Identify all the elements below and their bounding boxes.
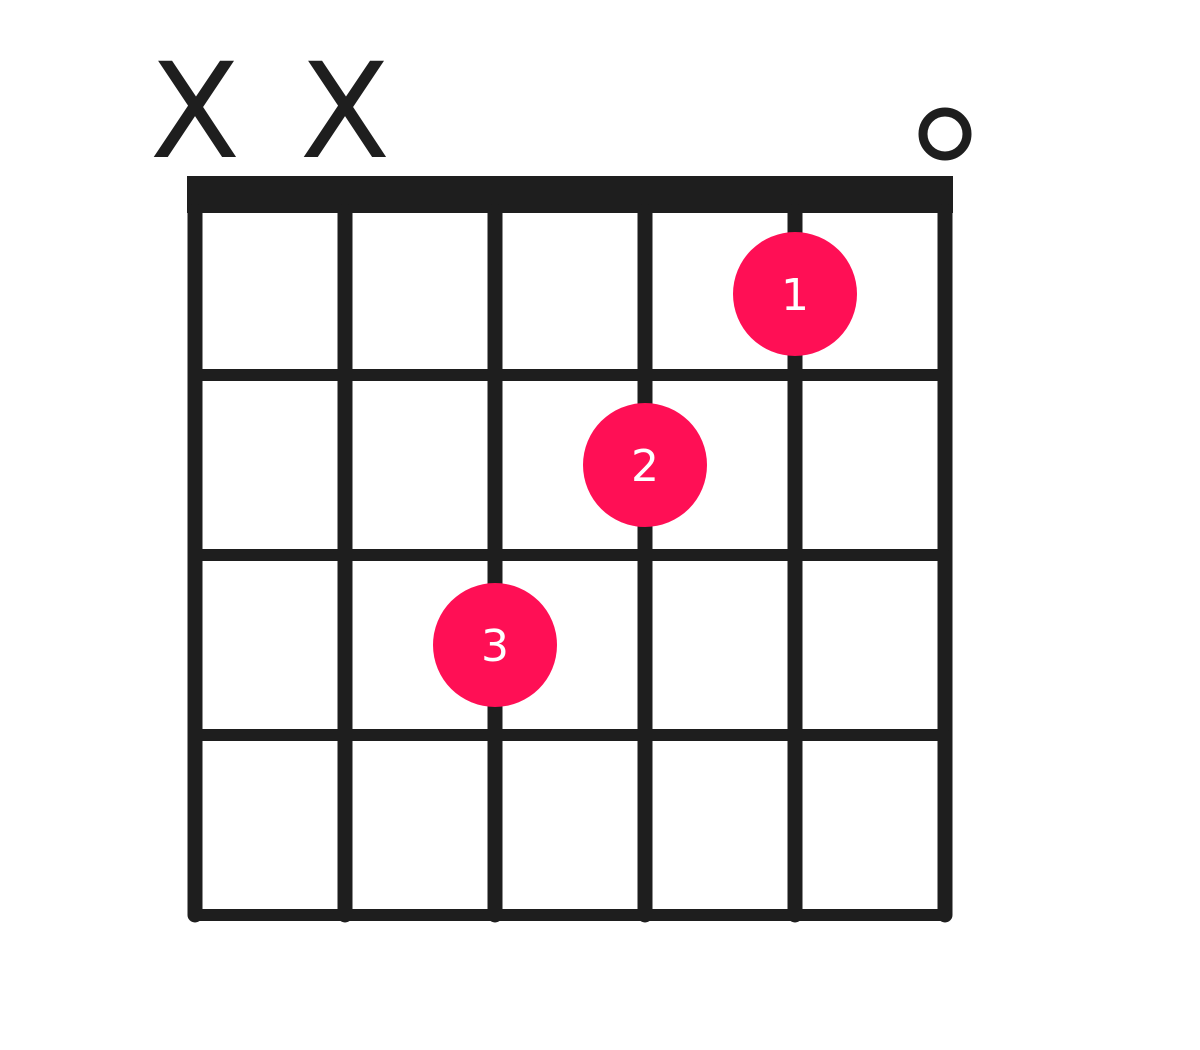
finger-dot-circle <box>583 403 707 527</box>
mute-marker-string-1: X <box>150 35 240 189</box>
frets <box>189 369 951 921</box>
finger-number-label: 3 <box>481 621 509 672</box>
finger-number-label: 1 <box>781 270 809 321</box>
finger-dot-circle <box>733 232 857 356</box>
nut-bar <box>187 176 953 213</box>
nut <box>187 176 953 213</box>
finger-dot-circle <box>433 583 557 707</box>
strings <box>187 203 953 923</box>
finger-dot-2: 2 <box>583 403 707 527</box>
open-circle-icon <box>918 107 972 161</box>
finger-dots: 1 2 3 <box>433 232 857 707</box>
mute-marker-string-2: X <box>300 35 390 189</box>
finger-dot-3: 3 <box>433 583 557 707</box>
finger-number-label: 2 <box>631 441 659 492</box>
finger-dot-1: 1 <box>733 232 857 356</box>
